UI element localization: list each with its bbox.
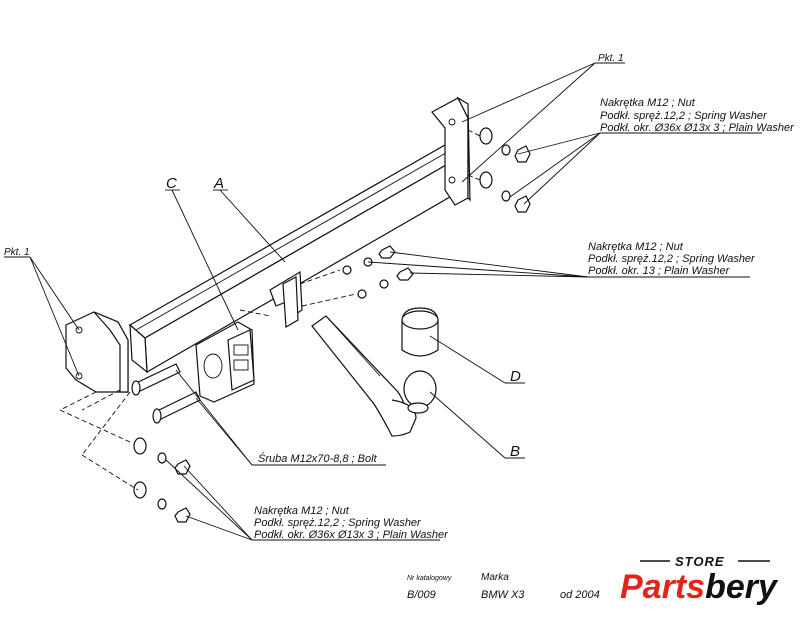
part-letter-c: C [166,175,177,192]
logo-parts-text: Parts [620,568,705,606]
hardware-bottom [133,437,191,523]
hardware-top [479,127,531,213]
catalog-label: Nr katalogowy [407,575,452,582]
assembly-dash-lines [59,129,481,491]
callout-bolt: Śruba M12x70-8,8 ; Bolt [258,452,378,465]
part-letter-b: B [510,443,520,460]
callout-top-plain-washer: Podkł. okr. Ø36x Ø13x 3 ; Plain Washer [600,122,795,134]
ball-cap [401,307,439,357]
leader-lines [4,62,762,541]
pkt-label-left: Pkt. 1 [4,247,30,258]
callout-middle: Nakrętka M12 ; Nut Podkł. spręż.12,2 ; S… [588,241,756,277]
callout-middle-plain-washer: Podkł. okr. 13 ; Plain Washer [588,265,731,277]
left-bracket [65,311,129,393]
bolts [131,363,201,424]
callout-bottom: Nakrętka M12 ; Nut Podkł. spręż.12,2 ; S… [254,505,449,541]
callout-bottom-spring-washer: Podkł. spręż.12,2 ; Spring Washer [254,517,422,529]
part-letter-a: A [213,175,224,192]
logo-store-text: STORE [675,554,725,569]
tow-ball-neck [311,315,417,437]
cross-beam [128,144,463,374]
pkt-label-top: Pkt. 1 [598,53,624,64]
year-value: od 2004 [560,589,600,601]
callout-top: Nakrętka M12 ; Nut Podkł. spręż.12,2 ; S… [600,97,795,134]
callout-middle-spring-washer: Podkł. spręż.12,2 ; Spring Washer [588,253,756,265]
tow-ball [403,370,437,414]
part-letter-d: D [510,368,521,385]
logo-bery-text: bery [705,568,779,606]
brand-value: BMW X3 [481,589,525,601]
logo-wordmark: Partsbery [620,568,779,606]
catalog-value: B/009 [407,589,436,601]
callout-middle-nut: Nakrętka M12 ; Nut [588,241,684,253]
footer-info: Nr katalogowy B/009 Marka BMW X3 od 2004 [407,572,600,601]
callout-top-nut: Nakrętka M12 ; Nut [600,97,696,109]
callout-top-spring-washer: Podkł. spręż.12,2 ; Spring Washer [600,110,768,122]
callout-bottom-nut: Nakrętka M12 ; Nut [254,505,350,517]
socket-plate [195,321,255,403]
callout-bottom-plain-washer: Podkł. okr. Ø36x Ø13x 3 ; Plain Washer [254,529,449,541]
brand-label: Marka [481,572,509,583]
right-bracket [431,96,471,206]
hardware-middle [342,245,414,299]
central-holder [269,270,303,329]
partsbery-logo: STORE Partsbery [620,554,779,606]
